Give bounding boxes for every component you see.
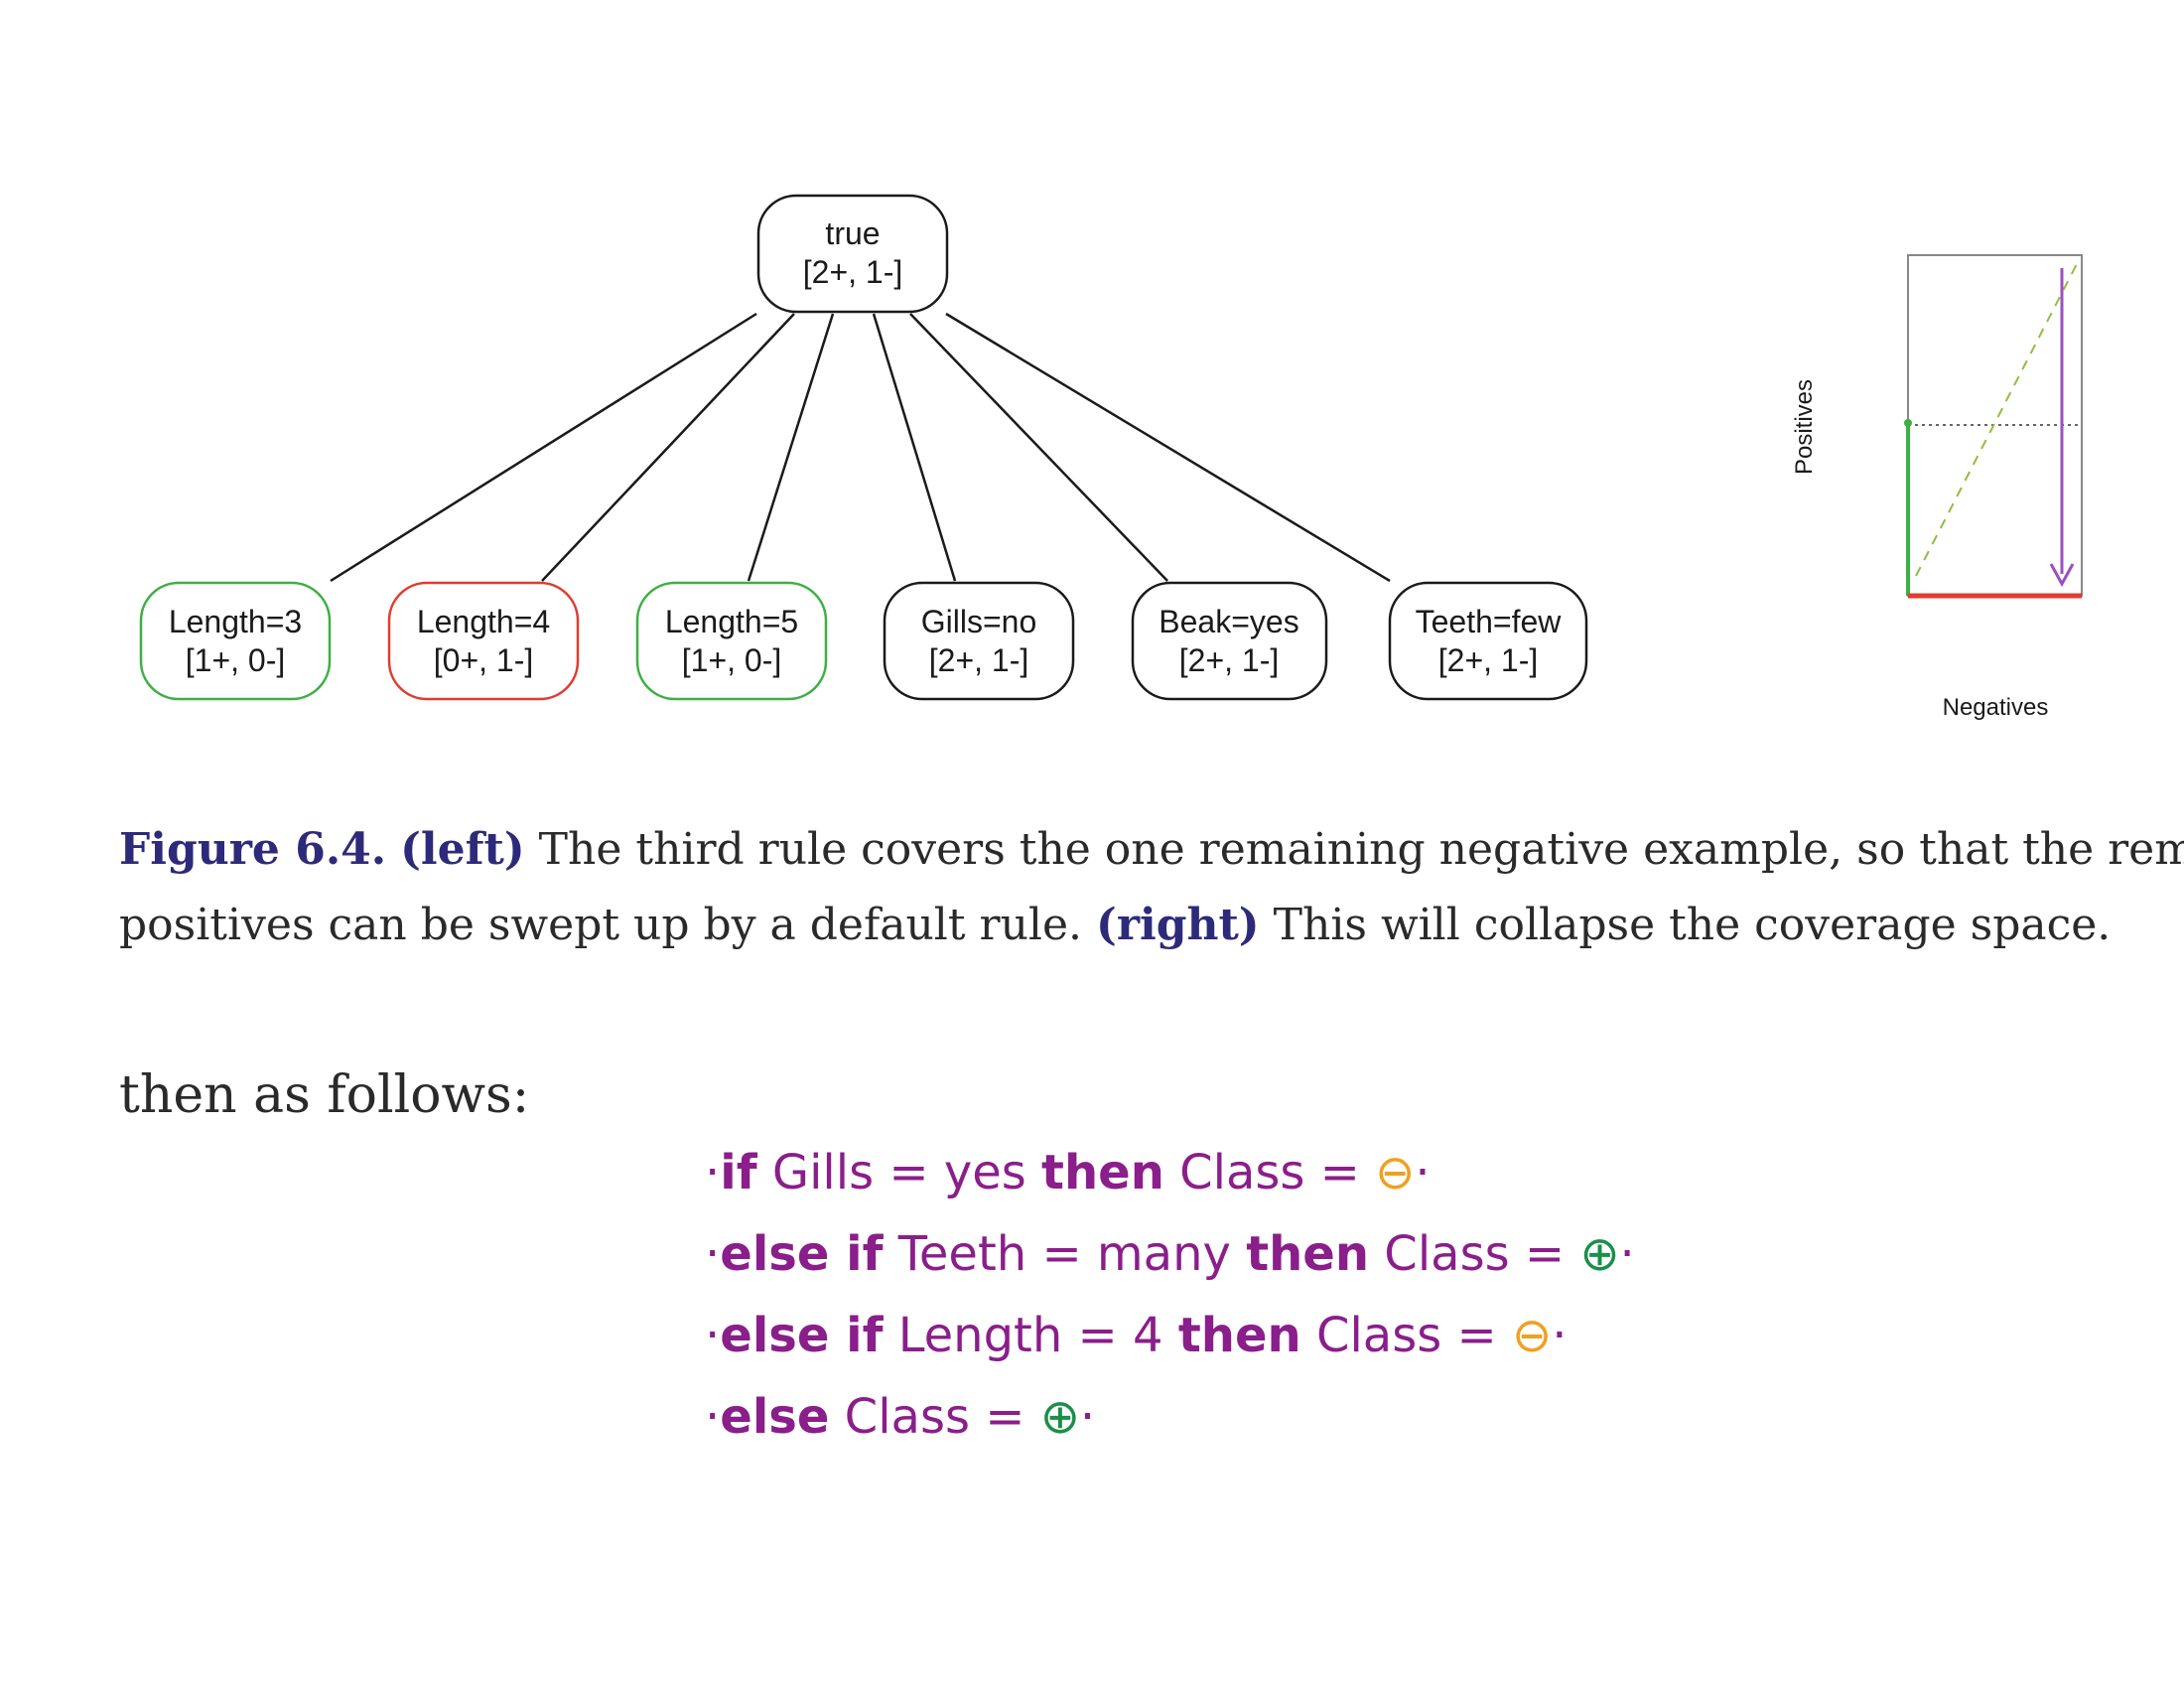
rule-keyword: else if	[720, 1308, 884, 1363]
caption-figure-label: Figure 6.4.	[119, 824, 387, 875]
intro-text: then as follows:	[119, 1065, 530, 1125]
tree-node-root-counts: [2+, 1-]	[803, 254, 903, 290]
tree-node-length5: Length=5 [1+, 0-]	[635, 581, 828, 701]
rule-condition: Teeth = many	[897, 1226, 1231, 1282]
tree-node-gills: Gills=no [2+, 1-]	[883, 581, 1075, 701]
rule-lhs: Class =	[1384, 1226, 1566, 1282]
tree-node-gills-label: Gills=no	[921, 604, 1037, 639]
rule-keyword: else if	[720, 1226, 884, 1282]
rule-condition: Length = 4	[897, 1308, 1163, 1363]
rule-3: ·else if Length = 4 then Class = ⊖·	[705, 1308, 1568, 1363]
tree-node-length4-counts: [0+, 1-]	[434, 642, 534, 678]
rule-1: ·if Gills = yes then Class = ⊖·	[705, 1145, 1431, 1200]
coverage-diagonal	[1915, 259, 2080, 577]
tree-node-root: true [2+, 1-]	[756, 194, 949, 314]
decision-list: ·if Gills = yes then Class = ⊖· ·else if…	[705, 1132, 1635, 1458]
tree-node-length3-label: Length=3	[169, 604, 302, 639]
rule-then: then	[1177, 1308, 1301, 1363]
rule-keyword: else	[720, 1389, 830, 1445]
tree-node-teeth: Teeth=few [2+, 1-]	[1388, 581, 1588, 701]
figure-caption: Figure 6.4. (left) The third rule covers…	[119, 812, 2184, 963]
rule-2: ·else if Teeth = many then Class = ⊕·	[705, 1226, 1635, 1282]
tree-node-beak-label: Beak=yes	[1159, 604, 1298, 639]
tree-node-root-box	[756, 194, 949, 314]
tree-node-teeth-label: Teeth=few	[1416, 604, 1563, 639]
tree-edge-length3	[330, 312, 757, 583]
rule-lhs: Class =	[1179, 1145, 1360, 1200]
tree-node-beak: Beak=yes [2+, 1-]	[1131, 581, 1328, 701]
tree-edge-length5	[747, 313, 835, 582]
tree-node-teeth-counts: [2+, 1-]	[1438, 642, 1539, 678]
rule-keyword: if	[720, 1145, 757, 1200]
caption-text-2: positives can be swept up by a default r…	[119, 900, 1097, 950]
caption-line-1: Figure 6.4. (left) The third rule covers…	[119, 812, 2184, 888]
tree-node-beak-counts: [2+, 1-]	[1179, 642, 1280, 678]
coverage-xlabel: Negatives	[1943, 694, 2049, 721]
tree-node-length3: Length=3 [1+, 0-]	[139, 581, 332, 701]
rule-lhs: Class =	[1315, 1308, 1497, 1363]
rule-lhs: Class =	[844, 1389, 1025, 1445]
tree-node-length5-box	[635, 581, 828, 701]
coverage-collapse-arrowhead	[2049, 563, 2075, 588]
caption-left-label: (left)	[400, 824, 525, 875]
tree-node-length4: Length=4 [0+, 1-]	[387, 581, 580, 701]
tree-node-length5-label: Length=5	[665, 604, 798, 639]
tree-node-length3-box	[139, 581, 332, 701]
negative-class-icon: ⊖	[1375, 1145, 1416, 1200]
figure-6-4: true [2+, 1-] Length=3 [1+, 0-] Length=4…	[139, 194, 2083, 721]
rule-condition: Gills = yes	[771, 1145, 1026, 1200]
coverage-positives-point	[1904, 419, 1912, 427]
tree-node-length4-box	[387, 581, 580, 701]
caption-line-2: positives can be swept up by a default r…	[119, 888, 2184, 963]
tree-edge-gills	[872, 313, 957, 582]
tree-node-length5-counts: [1+, 0-]	[682, 642, 782, 678]
coverage-ylabel: Positives	[1791, 379, 1818, 475]
tree-edge-teeth	[945, 312, 1391, 583]
coverage-plot: Positives Negatives	[1791, 254, 2083, 721]
positive-class-icon: ⊕	[1039, 1389, 1080, 1445]
negative-class-icon: ⊖	[1511, 1308, 1553, 1363]
tree-node-gills-counts: [2+, 1-]	[929, 642, 1029, 678]
caption-right-label: (right)	[1096, 900, 1260, 950]
positive-class-icon: ⊕	[1579, 1226, 1620, 1282]
tree-edge-beak	[909, 313, 1168, 582]
caption-text-3: This will collapse the coverage space.	[1259, 900, 2112, 950]
tree-node-length4-label: Length=4	[417, 604, 550, 639]
tree-node-length3-counts: [1+, 0-]	[186, 642, 286, 678]
tree-edge-length4	[541, 313, 795, 582]
caption-text-1: The third rule covers the one remaining …	[524, 824, 2184, 875]
tree-node-teeth-box	[1388, 581, 1588, 701]
rule-then: then	[1246, 1226, 1370, 1282]
tree-node-root-label: true	[825, 215, 880, 251]
tree-node-beak-box	[1131, 581, 1328, 701]
rule-4: ·else Class = ⊕·	[705, 1389, 1096, 1445]
tree-edges	[330, 312, 1391, 583]
tree-node-gills-box	[883, 581, 1075, 701]
rule-then: then	[1041, 1145, 1164, 1200]
